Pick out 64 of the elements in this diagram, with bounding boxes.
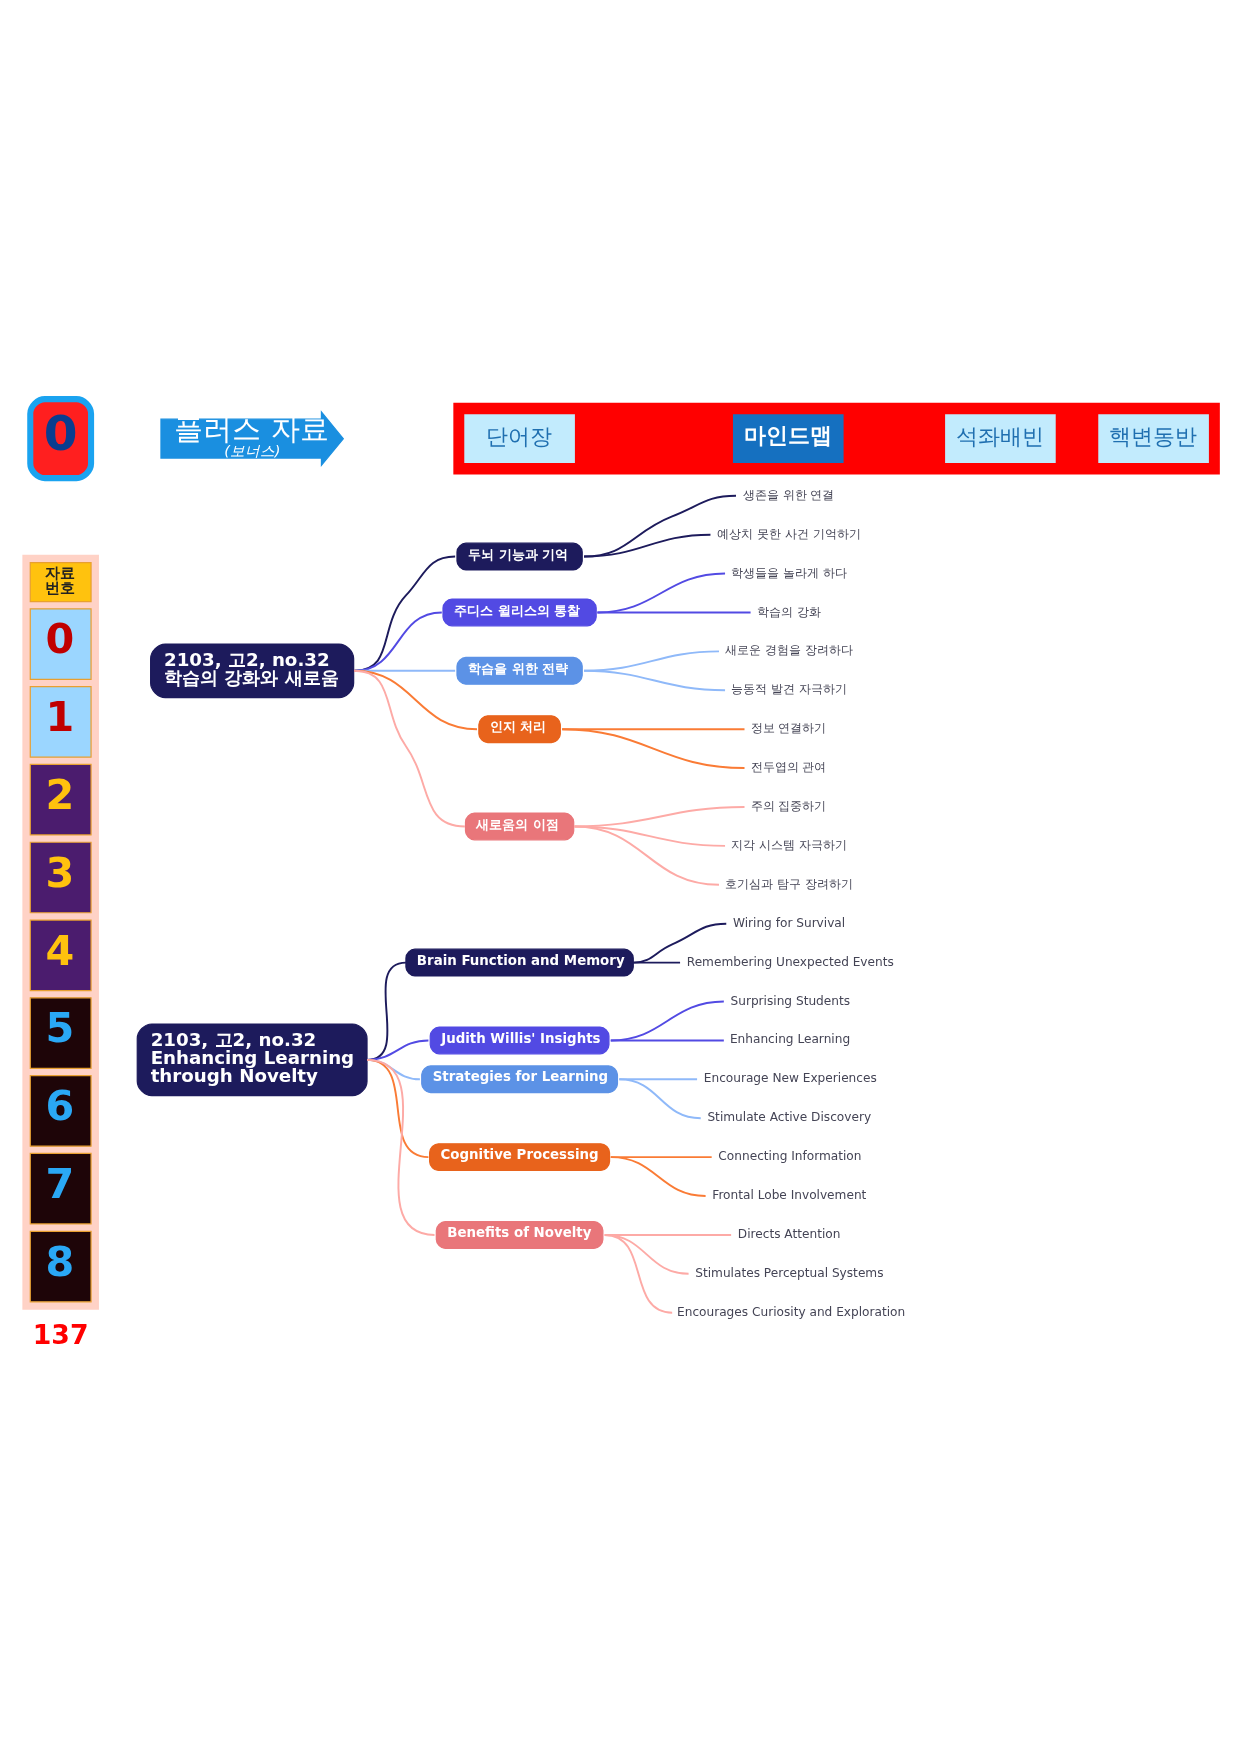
node-text: Remembering Unexpected Events (686, 954, 894, 969)
node-box: 4 (29, 918, 92, 991)
node-text: 학생들을 놀라게 하다 (731, 565, 847, 580)
node-text: 호기심과 탐구 장려하기 (725, 876, 853, 891)
node-box: 1 (29, 685, 92, 758)
node-box: 0 (27, 395, 95, 481)
connector (596, 611, 752, 613)
connector (632, 922, 728, 964)
node-text: Enhancing Learning (729, 1031, 851, 1046)
node-text: Encourage New Experiences (703, 1070, 877, 1085)
node-box: 새로움의 이점 (464, 811, 575, 840)
connector (609, 1155, 707, 1197)
node-box: 2 (29, 763, 92, 836)
node-box: 두뇌 기능과 기억 (456, 542, 583, 571)
node-box: 7 (29, 1152, 92, 1225)
node-box: 자료 번호 (29, 561, 92, 602)
node-box: Strategies for Learning (421, 1064, 619, 1093)
node-text: 주의 집중하기 (750, 798, 827, 813)
node-text: Connecting Information (718, 1148, 862, 1163)
node-box: 2103, 고2, no.32 학습의 강화와 새로움 (150, 642, 355, 698)
node-text: 정보 연결하기 (750, 720, 827, 735)
node-box: 5 (29, 996, 92, 1069)
connector (609, 1000, 725, 1041)
node-box: 2103, 고2, no.32 Enhancing Learning through Novelty (136, 1022, 368, 1096)
node-text: 새로운 경험을 장려하다 (725, 642, 853, 657)
connector (583, 669, 727, 691)
connector (583, 494, 737, 558)
node-text: Directs Attention (737, 1226, 841, 1241)
node-text: Wiring for Survival (732, 915, 846, 930)
node-text: 지각 시스템 자극하기 (731, 837, 847, 852)
node-box: 학습을 위한 전략 (456, 656, 583, 685)
node-box: Judith Willis' Insights (429, 1025, 610, 1054)
cluster (453, 402, 1220, 474)
connector (561, 727, 746, 769)
node-text: Surprising Students (730, 993, 851, 1008)
node-box: 주디스 윌리스의 통찰 (442, 598, 597, 626)
connector (603, 1233, 674, 1314)
node-box: Benefits of Novelty (435, 1220, 604, 1249)
cluster (22, 554, 99, 1310)
connector (583, 533, 712, 558)
label: 137 (32, 1318, 89, 1350)
node-box: 0 (29, 607, 92, 680)
node-text: 능동적 발견 자극하기 (731, 681, 847, 696)
node-text: Encourages Curiosity and Exploration (677, 1304, 906, 1319)
node-box: 6 (29, 1074, 92, 1147)
node-text: Stimulates Perceptual Systems (695, 1265, 884, 1280)
connector (632, 961, 682, 964)
connector (618, 1077, 702, 1119)
node-box: 인지 처리 (478, 714, 561, 743)
connector (609, 1038, 725, 1041)
connector (573, 824, 720, 886)
node-text: 학습의 강화 (756, 604, 821, 619)
node-box: Cognitive Processing (429, 1142, 611, 1171)
node-box: 8 (29, 1230, 92, 1302)
node-text: 생존을 위한 연결 (742, 487, 835, 502)
connector (353, 669, 466, 827)
node-text: Frontal Lobe Involvement (712, 1187, 867, 1202)
node-text: Stimulate Active Discovery (707, 1109, 872, 1124)
node-text: 예상치 못한 사건 기억하기 (717, 526, 861, 541)
connector (596, 572, 727, 613)
node-box: Brain Function and Memory (405, 948, 634, 977)
node-box: 3 (29, 841, 92, 913)
node-text: 전두엽의 관여 (750, 759, 827, 774)
connector (573, 824, 727, 847)
